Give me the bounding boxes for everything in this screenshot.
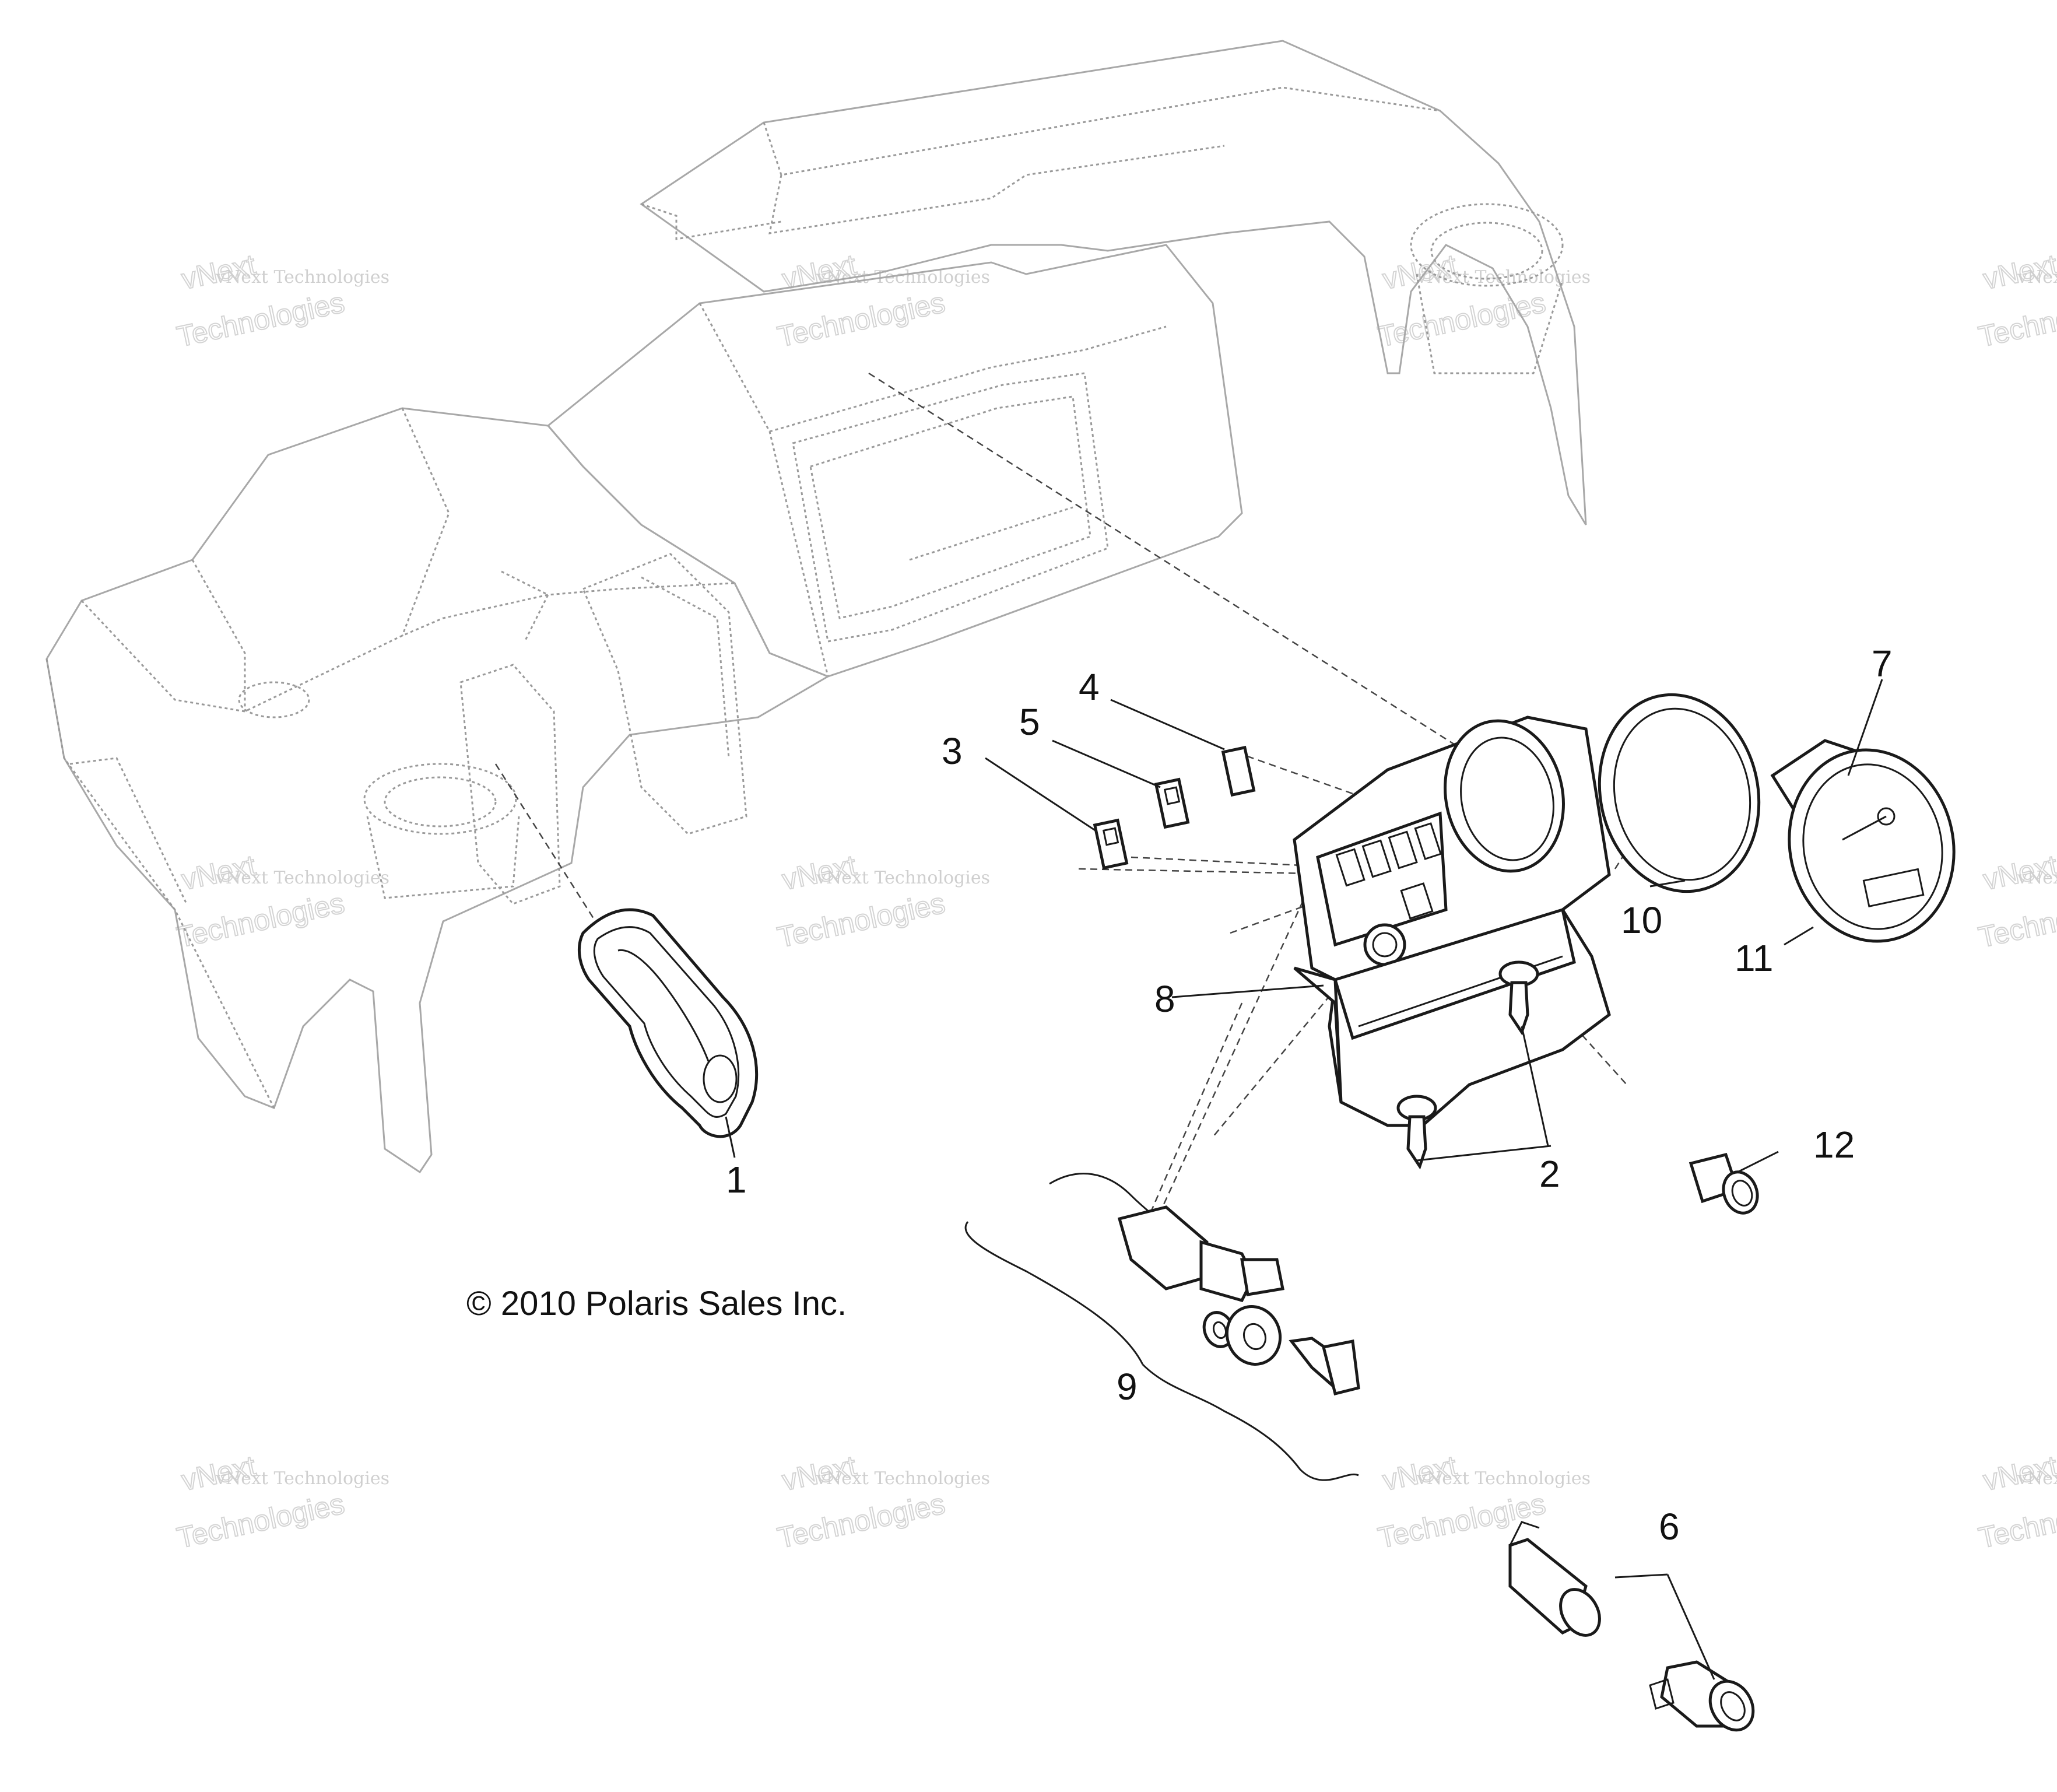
svg-text:vNext Technologies: vNext Technologies <box>215 1468 389 1489</box>
svg-text:Technologies: Technologies <box>1976 286 2057 353</box>
part-7-speedometer <box>1770 739 1956 943</box>
watermark-group: vNext vNext Technologies Technologies vN… <box>174 248 2057 1555</box>
copyright-notice: © 2010 Polaris Sales Inc. <box>466 1285 847 1323</box>
part-9-ignition-switch <box>1049 1173 1360 1396</box>
watermark: vNext vNext Technologies Technologies <box>1975 248 2057 354</box>
part-4-switch-blank <box>1221 745 1256 797</box>
part-12-indicator-light <box>1689 1153 1759 1215</box>
part-1-grab-handle <box>577 908 759 1138</box>
watermark: vNext vNext Technologies Technologies <box>174 1449 389 1555</box>
watermark: vNext vNext Technologies Technologies <box>774 848 990 955</box>
callout-2: 2 <box>1539 1153 1560 1195</box>
svg-text:Technologies: Technologies <box>174 886 347 953</box>
part-2-push-rivet <box>1396 1095 1437 1170</box>
svg-text:Technologies: Technologies <box>174 286 347 353</box>
callout-6: 6 <box>1659 1506 1680 1548</box>
svg-text:Technologies: Technologies <box>775 286 948 353</box>
dashboard-body-ghost <box>45 40 1587 1174</box>
part-9-bracket <box>964 1221 1359 1481</box>
svg-text:vNext Technologies: vNext Technologies <box>816 868 990 888</box>
part-10-gauge-ring <box>1598 693 1761 893</box>
callout-1: 1 <box>726 1159 747 1201</box>
part-6-power-outlet <box>1508 1521 1755 1732</box>
watermark: vNext vNext Technologies Technologies <box>1975 848 2057 955</box>
leader-lines <box>725 679 1883 1680</box>
callout-3: 3 <box>942 730 963 772</box>
watermark: vNext vNext Technologies Technologies <box>174 248 389 354</box>
svg-text:Technologies: Technologies <box>1976 1487 2057 1554</box>
callout-9: 9 <box>1117 1366 1138 1408</box>
svg-text:vNext Technologies: vNext Technologies <box>816 267 990 287</box>
watermark: vNext vNext Technologies Technologies <box>1975 1449 2057 1555</box>
svg-text:vNext Technologies: vNext Technologies <box>2017 868 2057 888</box>
watermark: vNext vNext Technologies Technologies <box>174 848 389 955</box>
svg-text:vNext Technologies: vNext Technologies <box>215 267 389 287</box>
callout-8: 8 <box>1154 978 1175 1020</box>
svg-text:vNext Technologies: vNext Technologies <box>1416 1468 1591 1489</box>
callout-12: 12 <box>1813 1124 1855 1166</box>
svg-text:Technologies: Technologies <box>1976 886 2057 953</box>
svg-text:vNext Technologies: vNext Technologies <box>2017 1468 2057 1489</box>
svg-text:vNext Technologies: vNext Technologies <box>2017 267 2057 287</box>
watermark: vNext vNext Technologies Technologies <box>774 248 990 354</box>
part-2-push-rivet <box>1498 960 1539 1036</box>
part-8-instrument-panel <box>1293 716 1611 1127</box>
callout-7: 7 <box>1872 643 1893 685</box>
svg-text:Technologies: Technologies <box>775 1487 948 1554</box>
svg-text:Technologies: Technologies <box>174 1487 347 1554</box>
watermark: vNext vNext Technologies Technologies <box>774 1449 990 1555</box>
svg-text:Technologies: Technologies <box>775 886 948 953</box>
part-3-switch <box>1093 818 1129 870</box>
callout-11: 11 <box>1735 937 1773 979</box>
svg-text:vNext Technologies: vNext Technologies <box>816 1468 990 1489</box>
watermark: vNext vNext Technologies Technologies <box>1375 1449 1591 1555</box>
callout-5: 5 <box>1019 701 1040 743</box>
callouts: 1 2 3 4 5 6 7 8 9 10 11 12 <box>726 643 1893 1548</box>
callout-10: 10 <box>1621 899 1662 941</box>
part-5-switch <box>1154 777 1190 829</box>
svg-text:vNext Technologies: vNext Technologies <box>215 868 389 888</box>
callout-4: 4 <box>1079 666 1100 708</box>
